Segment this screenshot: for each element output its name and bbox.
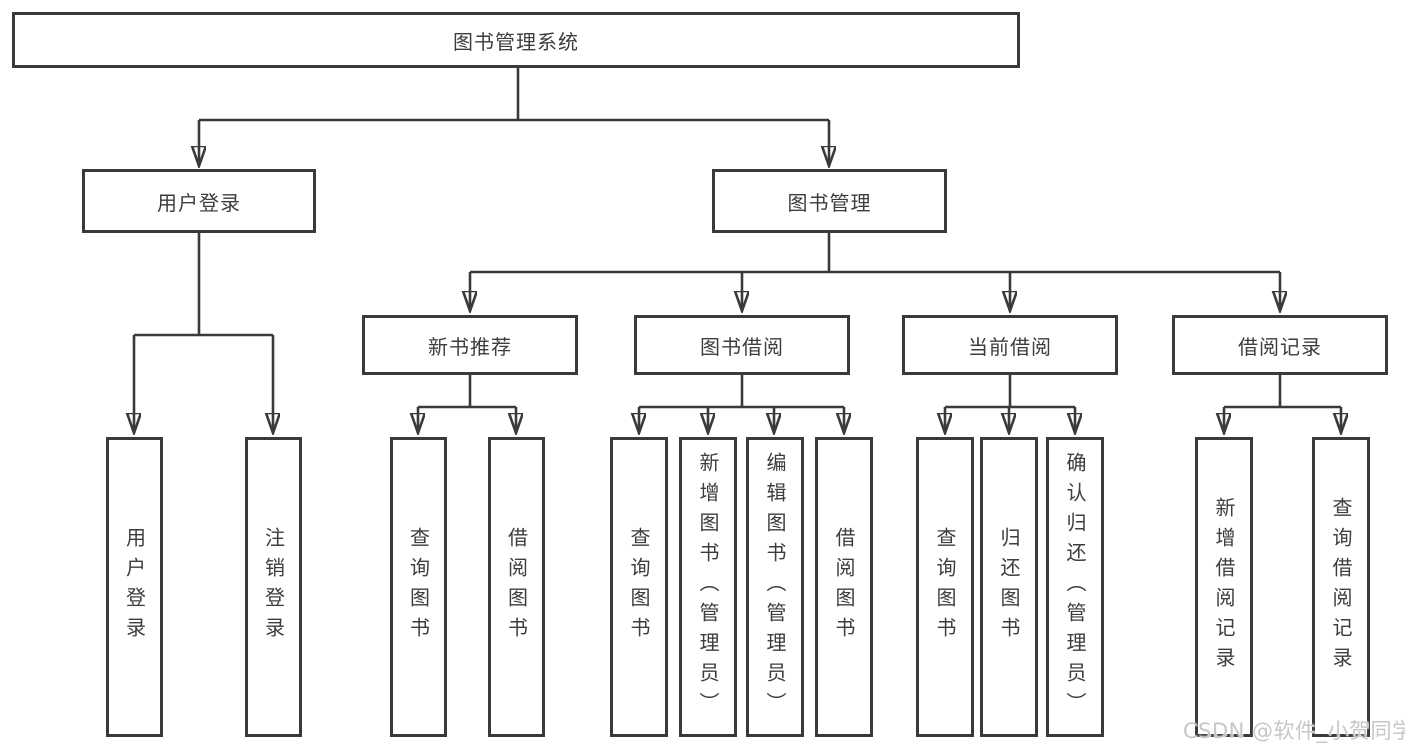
leaf-return-books: 归还图书 [980, 437, 1038, 737]
node-current-borrowing: 当前借阅 [902, 315, 1118, 375]
leaf-newrec-query-books: 查询图书 [390, 437, 447, 737]
csdn-watermark: CSDN @软件_小贺同学 [1183, 719, 1405, 743]
leaf-edit-books-admin: 编辑图书（管理员） [746, 437, 804, 737]
leaf-confirm-return-admin: 确认归还（管理员） [1046, 437, 1104, 737]
leaf-add-books-admin: 新增图书（管理员） [679, 437, 737, 737]
node-borrowing-records: 借阅记录 [1172, 315, 1388, 375]
leaf-borrow-query-books: 查询图书 [610, 437, 668, 737]
node-user-login: 用户登录 [82, 169, 316, 233]
leaf-borrow-books: 借阅图书 [815, 437, 873, 737]
node-book-management: 图书管理 [712, 169, 947, 233]
leaf-user-login: 用户登录 [106, 437, 163, 737]
node-new-book-recommendation: 新书推荐 [362, 315, 578, 375]
leaf-add-borrow-record: 新增借阅记录 [1195, 437, 1253, 737]
leaf-query-borrow-record: 查询借阅记录 [1312, 437, 1370, 737]
leaf-logout: 注销登录 [245, 437, 302, 737]
leaf-newrec-borrow-books: 借阅图书 [488, 437, 545, 737]
leaf-current-query-books: 查询图书 [916, 437, 974, 737]
node-library-management-system: 图书管理系统 [12, 12, 1020, 68]
node-book-borrowing: 图书借阅 [634, 315, 850, 375]
